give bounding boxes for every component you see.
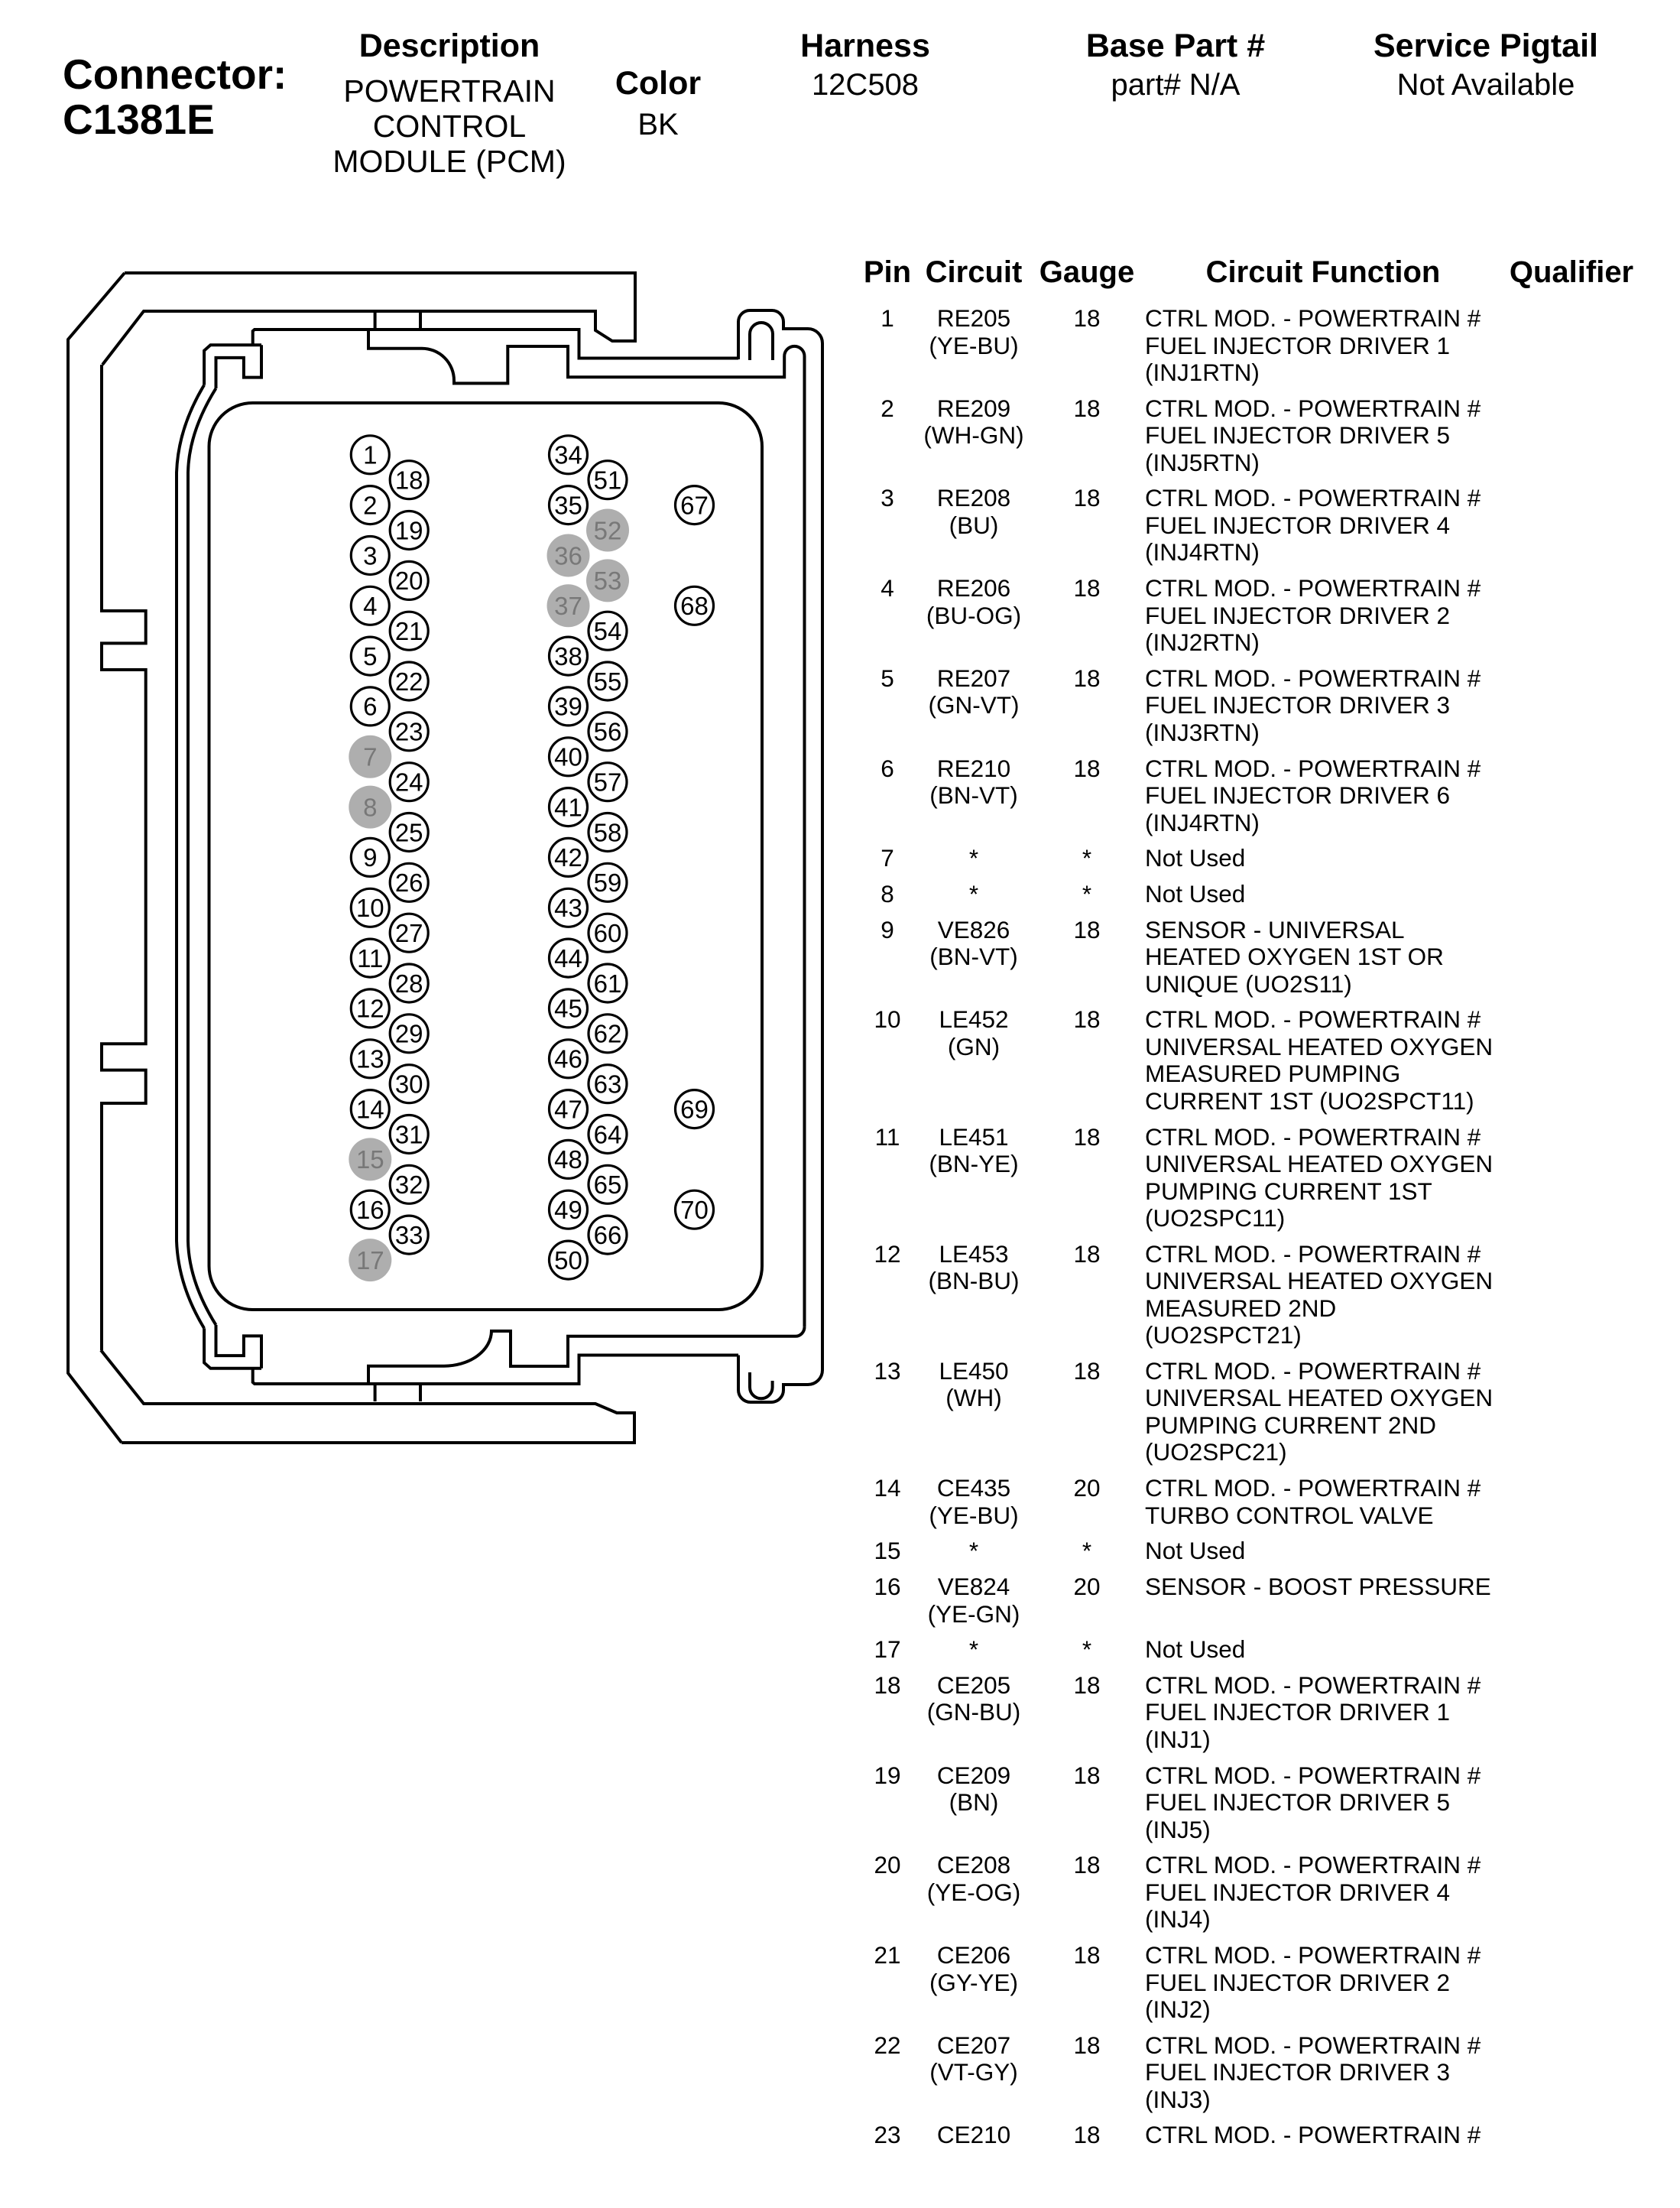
svg-text:46: 46: [554, 1045, 582, 1073]
svg-text:5: 5: [363, 642, 377, 671]
svg-text:48: 48: [554, 1145, 582, 1174]
svg-text:35: 35: [554, 491, 582, 519]
svg-text:70: 70: [680, 1196, 709, 1224]
svg-text:49: 49: [554, 1196, 582, 1224]
svg-text:9: 9: [363, 843, 377, 872]
svg-text:27: 27: [395, 919, 423, 947]
svg-text:10: 10: [356, 894, 384, 922]
svg-text:13: 13: [356, 1045, 384, 1073]
svg-text:55: 55: [594, 667, 622, 696]
svg-text:2: 2: [363, 491, 377, 519]
svg-text:59: 59: [594, 869, 622, 897]
svg-text:41: 41: [554, 793, 582, 821]
svg-text:18: 18: [395, 466, 423, 495]
svg-text:14: 14: [356, 1095, 384, 1123]
svg-text:30: 30: [395, 1070, 423, 1099]
svg-text:37: 37: [554, 592, 582, 620]
svg-text:67: 67: [680, 491, 709, 519]
svg-text:19: 19: [395, 516, 423, 544]
svg-text:69: 69: [680, 1095, 709, 1123]
svg-text:51: 51: [594, 466, 622, 495]
svg-text:64: 64: [594, 1120, 622, 1148]
svg-text:6: 6: [363, 693, 377, 721]
svg-text:24: 24: [395, 768, 423, 797]
svg-text:12: 12: [356, 995, 384, 1023]
svg-text:15: 15: [356, 1145, 384, 1174]
svg-text:32: 32: [395, 1171, 423, 1199]
svg-text:65: 65: [594, 1171, 622, 1199]
svg-text:61: 61: [594, 969, 622, 998]
svg-text:22: 22: [395, 667, 423, 696]
svg-text:54: 54: [594, 617, 622, 645]
svg-text:36: 36: [554, 541, 582, 570]
svg-text:28: 28: [395, 969, 423, 998]
svg-text:47: 47: [554, 1095, 582, 1123]
svg-text:21: 21: [395, 617, 423, 645]
svg-text:33: 33: [395, 1221, 423, 1249]
svg-text:26: 26: [395, 869, 423, 897]
svg-text:62: 62: [594, 1020, 622, 1048]
svg-text:31: 31: [395, 1120, 423, 1148]
svg-text:20: 20: [395, 567, 423, 595]
svg-text:4: 4: [363, 592, 377, 620]
svg-text:60: 60: [594, 919, 622, 947]
svg-text:58: 58: [594, 818, 622, 846]
svg-text:11: 11: [357, 944, 383, 972]
svg-text:16: 16: [356, 1196, 384, 1224]
svg-text:45: 45: [554, 995, 582, 1023]
svg-text:56: 56: [594, 718, 622, 746]
svg-text:29: 29: [395, 1020, 423, 1048]
svg-text:34: 34: [554, 441, 582, 469]
svg-text:7: 7: [363, 743, 377, 771]
svg-text:17: 17: [356, 1246, 384, 1274]
svg-text:66: 66: [594, 1221, 622, 1249]
svg-text:25: 25: [395, 818, 423, 846]
svg-text:8: 8: [363, 793, 377, 821]
svg-text:40: 40: [554, 743, 582, 771]
svg-text:43: 43: [554, 894, 582, 922]
svg-text:1: 1: [363, 441, 377, 469]
svg-text:39: 39: [554, 693, 582, 721]
svg-text:50: 50: [554, 1246, 582, 1274]
svg-text:23: 23: [395, 718, 423, 746]
svg-text:63: 63: [594, 1070, 622, 1099]
svg-text:53: 53: [594, 567, 622, 595]
svg-text:68: 68: [680, 592, 709, 620]
svg-text:3: 3: [363, 541, 377, 570]
svg-text:44: 44: [554, 944, 582, 972]
svg-text:38: 38: [554, 642, 582, 671]
svg-text:42: 42: [554, 843, 582, 872]
svg-text:52: 52: [594, 516, 622, 544]
svg-text:57: 57: [594, 768, 622, 797]
